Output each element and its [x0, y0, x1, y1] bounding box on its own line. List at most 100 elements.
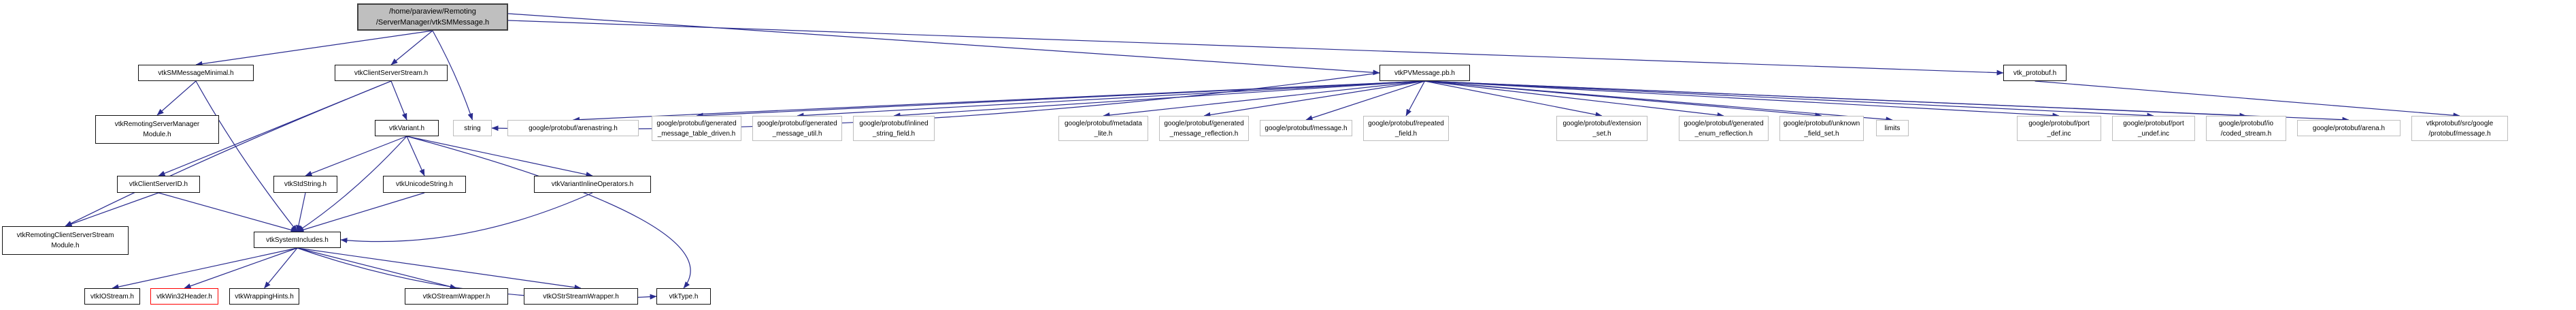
node-smmin[interactable]: vtkSMMessageMinimal.h [138, 65, 254, 81]
include-edge-pvmsg-to-pdef [1424, 80, 2060, 119]
include-edge-pvmsg-to-mlite [1103, 80, 1425, 118]
include-edge-variant-to-stdstr [305, 136, 407, 176]
node-arenastr: google/protobuf/arenastring.h [507, 120, 639, 136]
node-ostreamw[interactable]: vtkOStreamWrapper.h [405, 288, 508, 305]
node-gmu: google/protobuf/generated _message_util.… [752, 116, 842, 141]
node-iocs: google/protobuf/io /coded_stream.h [2206, 116, 2286, 141]
include-edge-pvmsg-to-ger [1424, 80, 1724, 118]
node-ostrstreamw[interactable]: vtkOStrStreamWrapper.h [524, 288, 638, 305]
include-edge-pvmsg-to-isf [893, 80, 1425, 119]
include-edge-vtkpb-to-vtkpbmsg [2035, 80, 2460, 119]
include-edge-pvmsg-to-limits [1424, 80, 1893, 123]
include-edge-sysinc-to-ostreamw [297, 247, 457, 290]
include-edge-css-to-rcssmod [65, 80, 392, 227]
node-stdstr[interactable]: vtkStdString.h [273, 176, 337, 193]
node-iostream[interactable]: vtkIOStream.h [84, 288, 140, 305]
node-label: google/protobuf/unknown _field_set.h [1783, 119, 1860, 138]
include-edge-pvmsg-to-gmtd [696, 80, 1425, 119]
node-label: google/protobuf/repeated _field.h [1368, 119, 1444, 138]
include-edge-pvmsg-to-gmr [1203, 80, 1425, 118]
node-label: vtkSystemIncludes.h [266, 236, 329, 244]
include-edge-stdstr-to-sysinc [296, 192, 306, 232]
node-label: vtkSMMessageMinimal.h [158, 69, 234, 77]
node-label: google/protobuf/generated _message_util.… [757, 119, 837, 138]
node-pvmsg[interactable]: vtkPVMessage.pb.h [1379, 65, 1470, 81]
include-edge-csid-to-sysinc [158, 192, 298, 233]
node-label: /home/paraview/Remoting /ServerManager/v… [375, 7, 490, 27]
node-variant[interactable]: vtkVariant.h [375, 120, 439, 136]
include-edge-variant-to-vinline [406, 136, 593, 177]
node-mlite: google/protobuf/metadata _lite.h [1058, 116, 1148, 141]
node-vtktype[interactable]: vtkType.h [656, 288, 711, 305]
node-label: google/protobuf/port _def.inc [2028, 119, 2090, 138]
include-edge-sysinc-to-iostream [112, 247, 298, 290]
include-edge-sysinc-to-wraphints [264, 247, 298, 289]
node-arena: google/protobuf/arena.h [2297, 120, 2401, 136]
include-edge-main-to-pvmsg [507, 13, 1380, 76]
node-label: vtkStdString.h [284, 181, 327, 188]
node-ger: google/protobuf/generated _enum_reflecti… [1679, 116, 1769, 141]
node-wraphints[interactable]: vtkWrappingHints.h [229, 288, 299, 305]
node-label: google/protobuf/port _undef.inc [2123, 119, 2184, 138]
node-gmsg: google/protobuf/message.h [1260, 120, 1352, 136]
include-edge-main-to-string [432, 30, 473, 121]
node-vinline[interactable]: vtkVariantInlineOperators.h [534, 176, 651, 193]
node-rf: google/protobuf/repeated _field.h [1363, 116, 1449, 141]
node-label: vtkVariantInlineOperators.h [551, 181, 634, 188]
include-edge-smmin-to-sysinc [195, 80, 298, 232]
node-label: google/protobuf/generated _message_table… [656, 119, 737, 138]
node-label: google/protobuf/arenastring.h [529, 124, 618, 132]
node-sysinc[interactable]: vtkSystemIncludes.h [254, 232, 341, 248]
include-edge-vinline-to-sysinc [340, 192, 593, 243]
node-gmtd: google/protobuf/generated _message_table… [652, 116, 741, 141]
include-edge-pvmsg-to-arena [1424, 80, 2349, 123]
node-label: vtkWin32Header.h [156, 292, 212, 300]
node-label: vtkRemotingClientServerStream Module.h [16, 232, 114, 249]
node-label: vtkVariant.h [388, 124, 425, 132]
node-label: vtkWrappingHints.h [235, 292, 294, 300]
node-csid[interactable]: vtkClientServerID.h [117, 176, 200, 193]
node-vtkpbmsg: vtkprotobuf/src/google /protobuf/message… [2411, 116, 2508, 141]
node-label: vtkPVMessage.pb.h [1394, 69, 1455, 77]
node-vtkpb[interactable]: vtk_protobuf.h [2003, 65, 2067, 81]
node-win32[interactable]: vtkWin32Header.h [150, 288, 218, 305]
node-label: google/protobuf/message.h [1265, 124, 1348, 132]
node-label: vtkOStrStreamWrapper.h [543, 292, 619, 300]
node-label: vtkOStreamWrapper.h [422, 292, 490, 300]
node-css[interactable]: vtkClientServerStream.h [335, 65, 448, 81]
include-edge-pvmsg-to-pundef [1424, 80, 2154, 119]
node-label: vtkClientServerID.h [129, 181, 188, 188]
include-edge-pvmsg-to-gmsg [1305, 80, 1425, 121]
node-label: vtk_protobuf.h [2013, 69, 2057, 77]
node-isf: google/protobuf/inlined _string_field.h [853, 116, 935, 141]
include-edge-variant-to-unicode [406, 136, 425, 176]
node-label: limits [1884, 124, 1901, 132]
node-string: string [453, 120, 492, 136]
node-label: google/protobuf/inlined _string_field.h [859, 119, 929, 138]
node-label: string [464, 124, 481, 132]
node-gmr: google/protobuf/generated _message_refle… [1159, 116, 1249, 141]
node-label: vtkUnicodeString.h [396, 181, 453, 188]
node-label: google/protobuf/io /coded_stream.h [2218, 119, 2274, 138]
include-edge-variant-to-vtktype [406, 136, 691, 289]
node-unicode[interactable]: vtkUnicodeString.h [383, 176, 466, 193]
node-rcssmod[interactable]: vtkRemotingClientServerStream Module.h [2, 226, 129, 255]
node-label: vtkClientServerStream.h [354, 69, 429, 77]
include-edge-main-to-css [390, 30, 433, 65]
node-rsmmod[interactable]: vtkRemotingServerManager Module.h [95, 115, 219, 144]
node-limits: limits [1876, 120, 1909, 136]
include-edge-css-to-variant [390, 80, 407, 121]
node-ufs: google/protobuf/unknown _field_set.h [1779, 116, 1864, 141]
node-label: vtkType.h [669, 292, 699, 300]
include-edge-pvmsg-to-es [1424, 80, 1603, 118]
node-es: google/protobuf/extension _set.h [1556, 116, 1647, 141]
include-edge-main-to-vtkpb [507, 20, 2004, 76]
node-main: /home/paraview/Remoting /ServerManager/v… [357, 3, 508, 31]
node-label: vtkRemotingServerManager Module.h [114, 121, 200, 138]
include-edge-smmin-to-rsmmod [156, 80, 197, 116]
node-pundef: google/protobuf/port _undef.inc [2112, 116, 2195, 141]
node-pdef: google/protobuf/port _def.inc [2017, 116, 2101, 141]
node-label: google/protobuf/metadata _lite.h [1065, 119, 1142, 138]
